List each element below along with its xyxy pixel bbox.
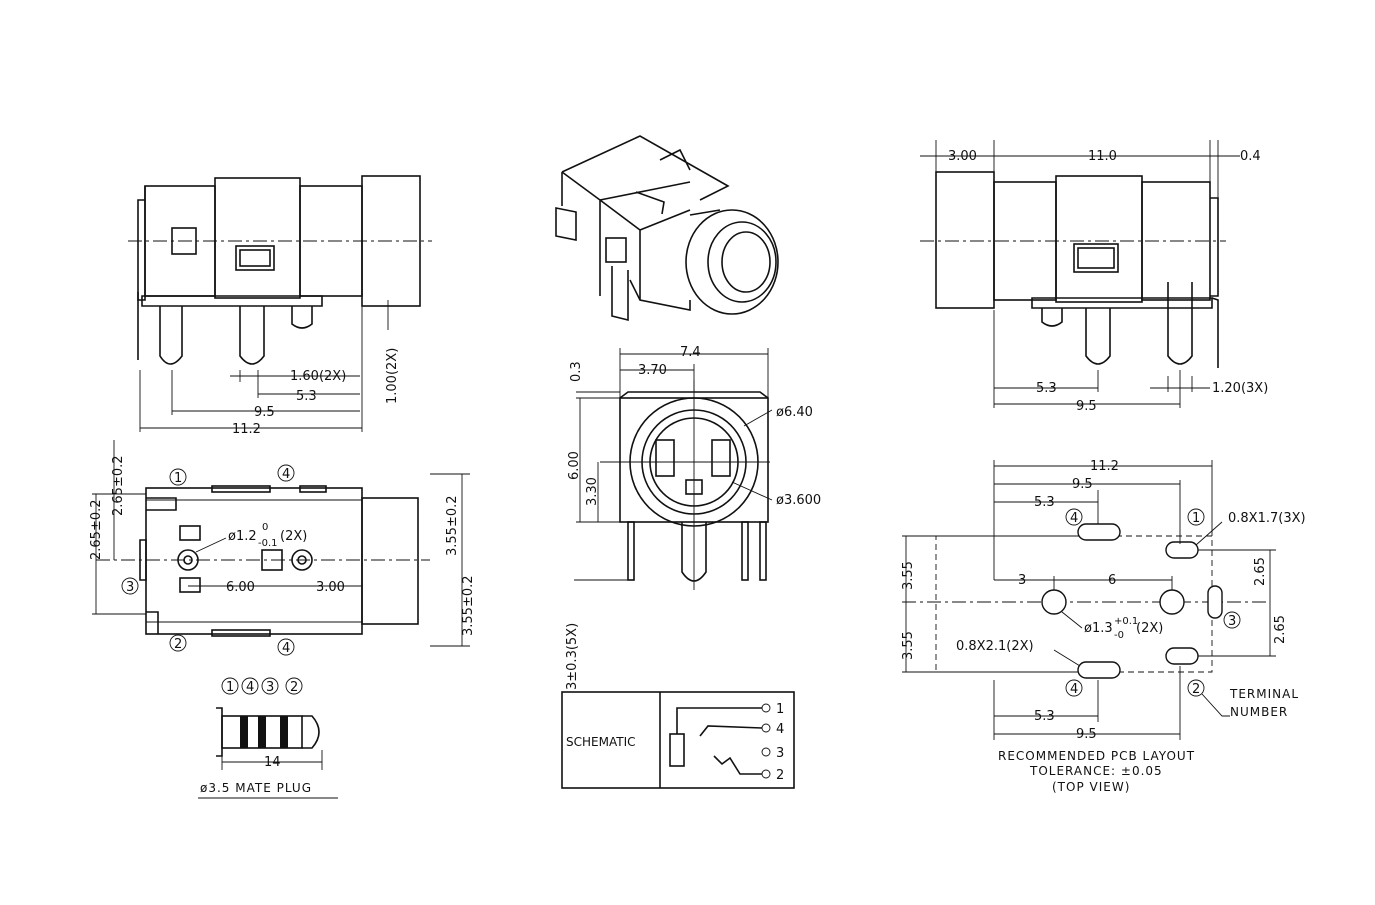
dim-0-3: 0.3 xyxy=(569,361,584,382)
dim-3-00: 3.00 xyxy=(948,149,977,164)
side-view-right: 3.00 11.0 0.4 5.3 9.5 1.20(3X) xyxy=(920,140,1268,414)
side-view-left: 1.60(2X) 5.3 9.5 11.2 1.00(2X) xyxy=(128,175,432,437)
pcb-dim-0-8x2-1: 0.8X2.1(2X) xyxy=(956,639,1034,654)
pcb-dim-3: 3 xyxy=(1018,573,1026,588)
dim-9-5-right: 9.5 xyxy=(1076,399,1097,414)
pcb-dim-5-3-bot: 5.3 xyxy=(1034,709,1055,724)
top-pin-3: 3 xyxy=(126,580,134,595)
dim-1-00: 1.00(2X) xyxy=(385,348,400,404)
dim-9-5: 9.5 xyxy=(254,405,275,420)
dim-1-60: 1.60(2X) xyxy=(290,369,346,384)
pcb-dim-9-5-bot: 9.5 xyxy=(1076,727,1097,742)
dim-3-30: 3.30 xyxy=(585,477,600,506)
dim-1-20: 1.20(3X) xyxy=(1212,381,1268,396)
top-pin-2: 2 xyxy=(174,637,182,652)
schematic-pin-2: 2 xyxy=(776,768,784,783)
pcb-dim-hole-1-3: ø1.3 xyxy=(1084,621,1113,636)
schematic-label: SCHEMATIC xyxy=(566,735,635,749)
pcb-dim-2-65a: 2.65 xyxy=(1253,557,1268,586)
schematic-box: SCHEMATIC 1 4 3 2 xyxy=(561,691,795,789)
dim-5-3: 5.3 xyxy=(296,389,317,404)
pcb-pin-3: 3 xyxy=(1228,614,1236,629)
dim-2-65a: 2.65±0.2 xyxy=(89,499,104,560)
plug-title: ø3.5 MATE PLUG xyxy=(200,781,312,795)
pcb-dim-9-5-top: 9.5 xyxy=(1072,477,1093,492)
isometric-view xyxy=(555,135,779,322)
dim-3-70: 3.70 xyxy=(638,363,667,378)
dim-14: 14 xyxy=(264,755,281,770)
dim-2-65b: 2.65±0.2 xyxy=(111,455,126,516)
pcb-dim-3-55a: 3.55 xyxy=(901,561,916,590)
pcb-dim-0-8x1-7: 0.8X1.7(3X) xyxy=(1228,511,1306,526)
pcb-pin-1: 1 xyxy=(1192,511,1200,526)
dim-5-3-right: 5.3 xyxy=(1036,381,1057,396)
pcb-dim-5-3-top: 5.3 xyxy=(1034,495,1055,510)
plug-ring-3: 3 xyxy=(266,680,274,695)
dim-3-55b: 3.55±0.2 xyxy=(461,575,476,636)
dim-hole-1-2-sub: -0.1 xyxy=(258,538,278,549)
schematic-pin-1: 1 xyxy=(776,702,784,717)
dim-hole-1-2-sup: 0 xyxy=(262,522,268,533)
top-view: 1 4 3 2 4 2.65±0.2 2.65±0.2 ø1.2 0 -0.1 … xyxy=(89,440,476,656)
top-pin-4a: 4 xyxy=(282,467,290,482)
dim-6-40: ø6.40 xyxy=(776,405,813,420)
pcb-dim-11-2: 11.2 xyxy=(1090,459,1119,474)
dim-6-00: 6.00 xyxy=(567,451,582,480)
pcb-dim-hole-sup: +0.1 xyxy=(1114,616,1138,627)
schematic-pin-3: 3 xyxy=(776,746,784,761)
pcb-note-view: (TOP VIEW) xyxy=(1052,780,1130,794)
pcb-number-label: NUMBER xyxy=(1230,705,1288,719)
top-pin-4b: 4 xyxy=(282,641,290,656)
dim-hole-1-2-count: (2X) xyxy=(280,529,307,544)
dim-11-0: 11.0 xyxy=(1088,149,1117,164)
pcb-dim-hole-sub: -0 xyxy=(1114,630,1124,641)
plug-ring-2: 2 xyxy=(290,680,298,695)
dim-6-00-top: 6.00 xyxy=(226,580,255,595)
pcb-terminal-label: TERMINAL xyxy=(1229,687,1299,701)
dim-3-00-top: 3.00 xyxy=(316,580,345,595)
pcb-dim-hole-count: (2X) xyxy=(1136,621,1163,636)
schematic-pin-4: 4 xyxy=(776,722,784,737)
dim-0-4: 0.4 xyxy=(1240,149,1261,164)
pcb-dim-6: 6 xyxy=(1108,573,1116,588)
dim-3-600: ø3.600 xyxy=(776,493,821,508)
plug-ring-1: 1 xyxy=(226,680,234,695)
dim-hole-1-2: ø1.2 xyxy=(228,529,257,544)
mate-plug: 1 4 3 2 14 ø3.5 MATE PLUG xyxy=(198,677,338,799)
plug-ring-4: 4 xyxy=(246,680,254,695)
dim-7-4: 7.4 xyxy=(680,345,701,360)
pcb-pin-4a: 4 xyxy=(1070,511,1078,526)
pcb-note-title: RECOMMENDED PCB LAYOUT xyxy=(998,749,1195,763)
pcb-dim-3-55b: 3.55 xyxy=(901,631,916,660)
pcb-layout: 11.2 9.5 5.3 4 1 0.8X1.7(3X) 3.55 3.55 2… xyxy=(901,459,1306,794)
dim-11-2: 11.2 xyxy=(232,422,261,437)
pcb-pin-2: 2 xyxy=(1192,682,1200,697)
pcb-note-tolerance: TOLERANCE: ±0.05 xyxy=(1029,764,1163,778)
pcb-dim-2-65b: 2.65 xyxy=(1273,615,1288,644)
pcb-pin-4b: 4 xyxy=(1070,682,1078,697)
dim-3-55a: 3.55±0.2 xyxy=(445,495,460,556)
top-pin-1: 1 xyxy=(174,471,182,486)
front-view: 7.4 3.70 0.3 6.00 3.30 ø6.40 ø3.600 3±0.… xyxy=(565,345,821,690)
dim-pins: 3±0.3(5X) xyxy=(565,623,580,690)
